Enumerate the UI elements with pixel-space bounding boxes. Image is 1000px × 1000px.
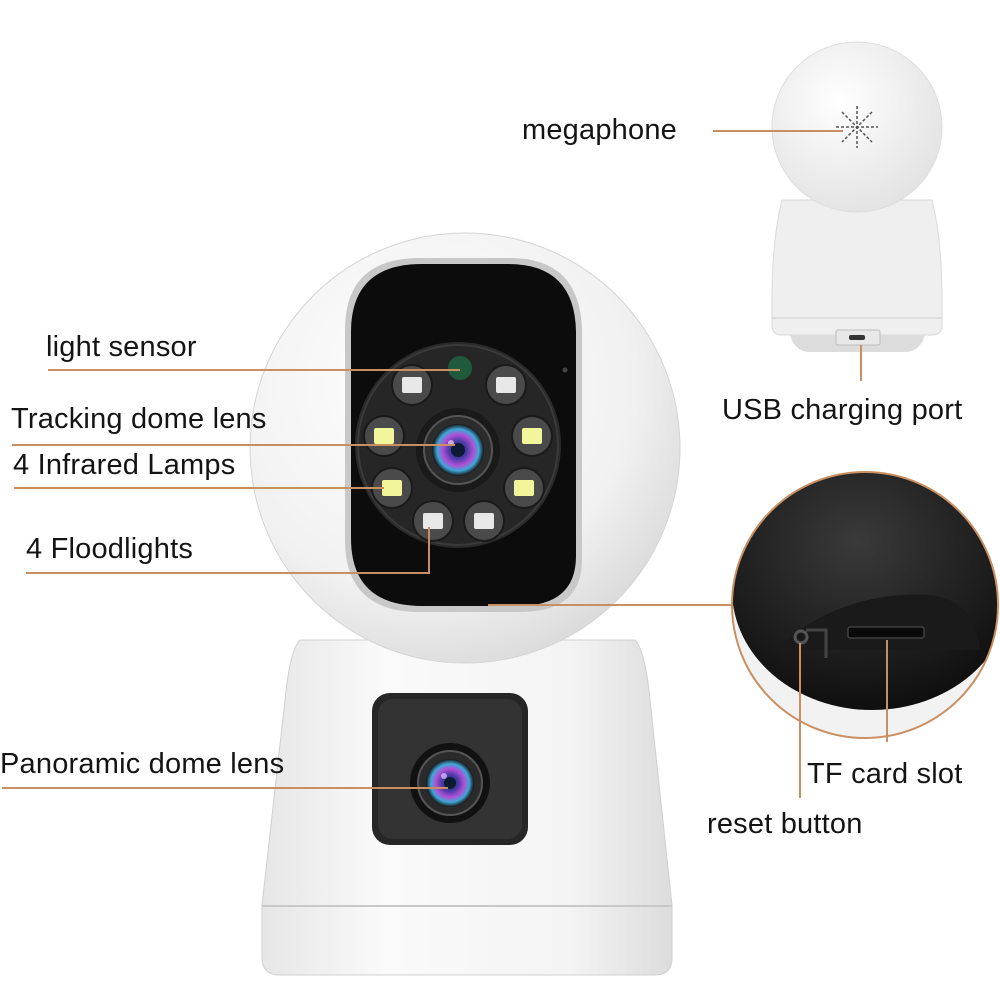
speaker-grille (836, 106, 878, 148)
label-tracking-dome-lens: Tracking dome lens (11, 403, 267, 435)
label-usb-charging-port: USB charging port (722, 394, 963, 426)
infrared-leds (363, 415, 553, 509)
camera-head (249, 232, 681, 664)
label-floodlights: 4 Floodlights (26, 533, 194, 565)
label-infrared-lamps: 4 Infrared Lamps (13, 449, 236, 481)
label-megaphone: megaphone (522, 114, 677, 146)
callout-line-floodlights-h (26, 572, 430, 574)
callout-line-reset (799, 643, 801, 798)
callout-line-infrared (14, 487, 384, 489)
label-tf-card-slot: TF card slot (807, 758, 963, 790)
callout-line-tf-slot (886, 640, 888, 742)
label-reset-button: reset button (707, 808, 863, 840)
rear-view-camera (771, 41, 943, 352)
floodlight-leds (391, 364, 527, 542)
detail-closeup (731, 471, 999, 739)
callout-line-usb (860, 345, 862, 381)
callout-line-light-sensor (48, 369, 460, 371)
callout-line-floodlights-v (428, 527, 430, 574)
callout-line-panoramic (2, 787, 448, 789)
callout-line-detail (488, 604, 733, 606)
callout-line-tracking-lens (12, 444, 455, 446)
callout-line-megaphone (713, 130, 843, 132)
label-panoramic-dome-lens: Panoramic dome lens (0, 748, 285, 780)
label-light-sensor: light sensor (46, 331, 197, 363)
camera-base (261, 639, 673, 976)
